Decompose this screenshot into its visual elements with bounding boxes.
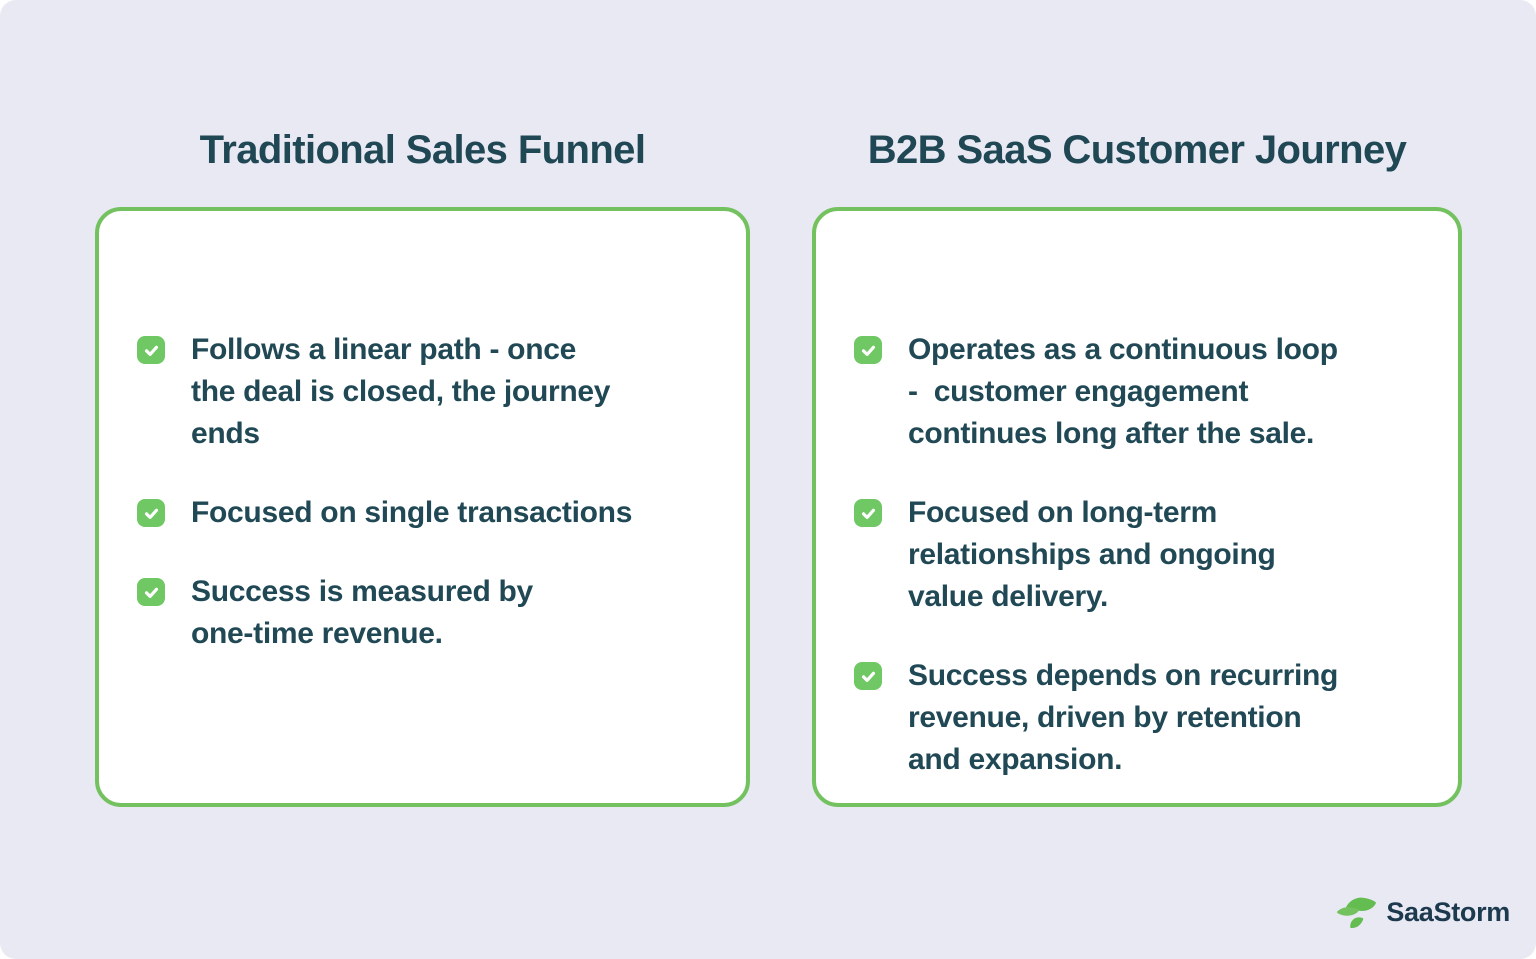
- check-icon: [137, 499, 165, 527]
- saastorm-storm-icon: [1335, 892, 1377, 932]
- list-item-text: Success depends on recurring revenue, dr…: [908, 659, 1339, 776]
- list-item: Success depends on recurring revenue, dr…: [854, 655, 1428, 781]
- right-panel: B2B SaaS Customer Journey Operates as a …: [812, 128, 1462, 807]
- list-item-text: Success is measured by one-time revenue.: [191, 575, 533, 650]
- list-item-text: Operates as a continuous loop - customer…: [908, 333, 1338, 450]
- check-icon: [854, 662, 882, 690]
- left-panel-card: Follows a linear path - once the deal is…: [95, 207, 750, 807]
- list-item: Focused on long-term relationships and o…: [854, 492, 1428, 618]
- check-icon: [854, 499, 882, 527]
- list-item: Success is measured by one-time revenue.: [137, 571, 716, 655]
- list-item: Focused on single transactions: [137, 492, 716, 534]
- list-item-text: Focused on long-term relationships and o…: [908, 496, 1276, 613]
- brand-logo: SaaStorm: [1335, 892, 1510, 932]
- list-item-text: Focused on single transactions: [191, 496, 633, 529]
- check-icon: [137, 578, 165, 606]
- left-panel-title: Traditional Sales Funnel: [199, 128, 646, 172]
- right-panel-card: Operates as a continuous loop - customer…: [812, 207, 1462, 807]
- check-icon: [854, 336, 882, 364]
- list-item: Operates as a continuous loop - customer…: [854, 329, 1428, 455]
- brand-name: SaaStorm: [1386, 896, 1510, 927]
- list-item-text: Follows a linear path - once the deal is…: [191, 333, 611, 450]
- right-panel-title: B2B SaaS Customer Journey: [867, 128, 1407, 172]
- left-panel: Traditional Sales Funnel Follows a linea…: [95, 128, 750, 807]
- check-icon: [137, 336, 165, 364]
- list-item: Follows a linear path - once the deal is…: [137, 329, 716, 455]
